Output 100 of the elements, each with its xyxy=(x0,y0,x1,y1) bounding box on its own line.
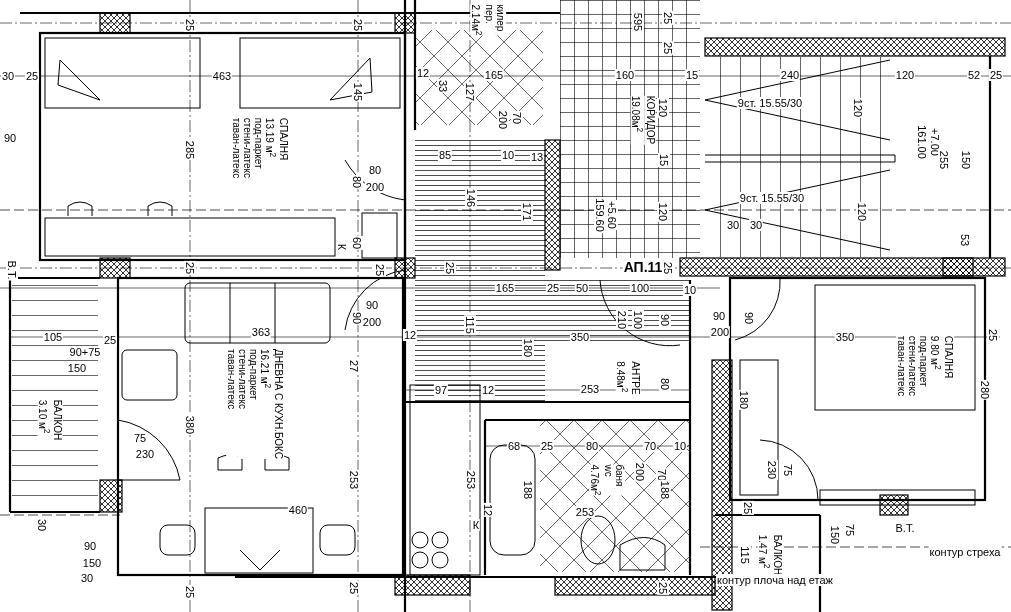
dimension-value: 280 xyxy=(979,379,991,401)
stair-note: 9ст. 15.55/30 xyxy=(736,97,804,109)
plan-note: К xyxy=(471,519,481,531)
dimension-value: 70 xyxy=(511,110,523,126)
dimension-value: 25 xyxy=(988,69,1004,81)
dimension-value: 80 xyxy=(659,376,671,392)
dimension-value: 25 xyxy=(102,334,118,346)
dimension-value: 363 xyxy=(250,326,272,338)
dimension-value: 150 xyxy=(960,149,972,171)
plan-note: контур стреха xyxy=(928,546,1002,558)
dimension-value: 253 xyxy=(579,383,601,395)
dimension-value: 165 xyxy=(494,282,516,294)
dimension-value: 188 xyxy=(522,479,534,501)
dimension-value: 171 xyxy=(521,201,533,223)
finish-note: таван-латекс xyxy=(225,348,237,460)
dimension-value: 90 xyxy=(351,310,363,326)
dimension-value: 15 xyxy=(684,69,700,81)
dimension-value: 120 xyxy=(856,201,868,223)
apartment-number: АП.11 xyxy=(622,259,664,275)
dimension-value: 25 xyxy=(374,262,386,278)
dimension-value: 12 xyxy=(415,67,431,79)
dimension-value: 12 xyxy=(482,502,494,518)
dimension-value: 90 xyxy=(659,312,671,328)
dimension-value: 25 xyxy=(742,500,754,516)
dimension-value: 115 xyxy=(464,315,476,335)
dimension-value: 30 xyxy=(0,70,16,82)
dimension-value: 10 xyxy=(500,149,516,161)
dimension-value: 146 xyxy=(465,187,477,209)
dimension-value: 85 xyxy=(437,149,453,161)
dimension-value: 80 xyxy=(584,440,600,452)
dimension-value: 150 xyxy=(829,524,841,546)
dimension-value: 90 xyxy=(364,299,380,311)
dimension-value: 90 xyxy=(743,310,755,326)
dimension-value: 120 xyxy=(894,69,916,81)
dimension-value: 90 xyxy=(711,310,727,322)
dimension-value: 150 xyxy=(66,362,88,374)
dimension-value: 25 xyxy=(444,260,456,276)
dimension-value: 200 xyxy=(364,181,386,193)
dimension-value: 30 xyxy=(36,517,48,533)
dimension-value: 180 xyxy=(738,389,750,411)
dimension-value: 350 xyxy=(569,331,591,343)
elevation-mark: +5.60 xyxy=(606,200,618,230)
dimension-value: 25 xyxy=(545,282,561,294)
dimension-value: 12 xyxy=(480,384,496,396)
dimension-value: 230 xyxy=(766,459,778,481)
dimension-value: 75 xyxy=(844,522,856,538)
room-name: АНТРЕ xyxy=(629,361,641,395)
dimension-value: 15 xyxy=(658,152,670,168)
plan-note: В.Т. xyxy=(894,522,916,534)
dimension-value: 68 xyxy=(506,440,522,452)
dimension-value: 25 xyxy=(657,580,669,596)
dimension-value: 595 xyxy=(632,11,644,33)
dimension-value: 75 xyxy=(782,462,794,478)
dimension-value: 90+75 xyxy=(68,346,102,358)
dimension-value: 240 xyxy=(779,69,801,81)
dimension-value: 70 xyxy=(642,440,658,452)
plan-note: контур плоча над етаж xyxy=(716,574,834,586)
dimension-value: 127 xyxy=(464,81,476,103)
dimension-value: 25 xyxy=(352,17,364,33)
dimension-value: 200 xyxy=(497,109,509,131)
room-name: wc xyxy=(603,464,615,496)
elevation-mark: 159.60 xyxy=(594,197,606,233)
dimension-value: 53 xyxy=(959,232,971,248)
dimension-value: 25 xyxy=(987,327,999,343)
finish-note: таван-латекс xyxy=(895,335,907,397)
dimension-value: 253 xyxy=(574,506,596,518)
stair-note: 9ст. 15.55/30 xyxy=(738,192,806,204)
dimension-value: 25 xyxy=(184,17,196,33)
dimension-value: 33 xyxy=(437,78,449,94)
dimension-value: 25 xyxy=(662,40,674,56)
elevation-mark: 161.00 xyxy=(916,124,928,160)
dimension-value: 10 xyxy=(682,284,698,296)
finish-note: таван-латекс xyxy=(230,117,242,179)
dimension-value: 10 xyxy=(672,440,688,452)
dimension-value: 97 xyxy=(433,384,449,396)
dimension-value: 25 xyxy=(662,10,674,26)
room-name: килер xyxy=(495,4,507,36)
dimension-value: 12 xyxy=(402,329,418,341)
room-name: баня xyxy=(614,464,626,496)
dimension-value: 90 xyxy=(82,540,98,552)
dimension-value: 200 xyxy=(634,461,646,483)
dimension-value: 25 xyxy=(539,440,555,452)
room-name: БАЛКОН xyxy=(51,399,63,441)
dimension-value: 120 xyxy=(852,97,864,119)
dimension-value: 90 xyxy=(2,132,18,144)
dimension-value: 180 xyxy=(522,337,534,359)
dimension-value: 25 xyxy=(184,260,196,276)
dimension-value: 285 xyxy=(184,139,196,161)
dimension-value: 30 xyxy=(748,219,764,231)
dimension-value: 100 xyxy=(629,282,651,294)
dimension-value: 13 xyxy=(529,151,545,163)
dimension-value: 50 xyxy=(574,282,590,294)
dimension-value: 460 xyxy=(287,504,309,516)
room-name: ДНЕВНА С КУХН.БОКС xyxy=(273,348,285,460)
dimension-value: 165 xyxy=(483,69,505,81)
plan-note: В.Т. xyxy=(6,259,18,281)
room-name: КОРИДОР xyxy=(644,95,656,145)
dimension-value: 75 xyxy=(132,432,148,444)
dimension-value: 25 xyxy=(662,260,674,276)
dimension-value: 52 xyxy=(966,69,982,81)
